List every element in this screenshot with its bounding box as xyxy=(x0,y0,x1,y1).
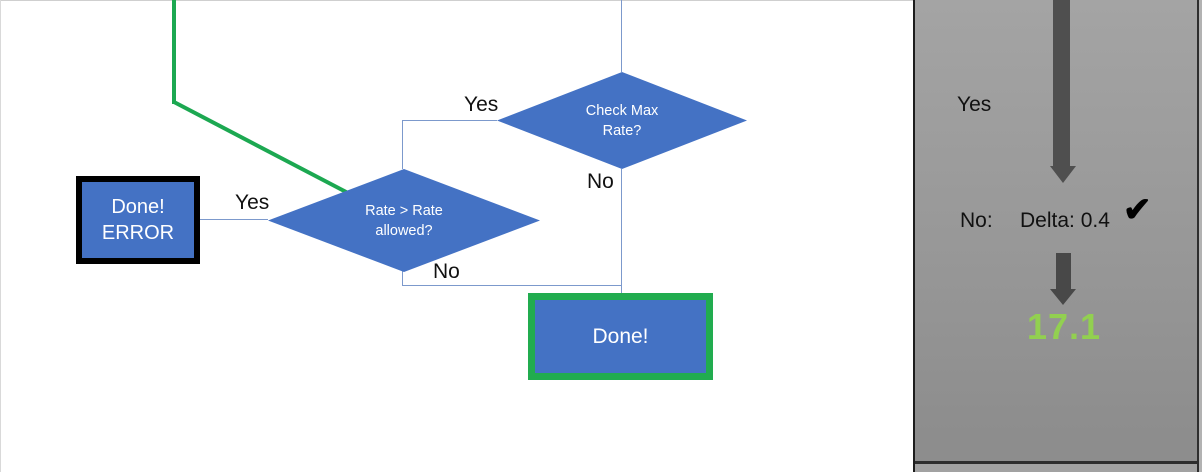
down-arrowhead-icon-2 xyxy=(1050,289,1076,305)
decision-rate-allowed-label: Rate > Rate allowed? xyxy=(365,202,443,239)
down-arrowhead-icon xyxy=(1050,166,1076,183)
branch-label-check-max-no: No xyxy=(587,170,614,193)
branch-label-check-max-yes: Yes xyxy=(464,93,499,116)
connector-rate-no-horizontal xyxy=(402,285,622,286)
panel-right-sliver xyxy=(1199,0,1202,472)
panel-bottom-sliver xyxy=(915,464,1197,472)
decision-rate-allowed[interactable]: Rate > Rate allowed? xyxy=(268,169,540,272)
connector-rate-no-vertical xyxy=(402,271,403,286)
branch-label-rate-yes: Yes xyxy=(235,191,270,214)
terminal-done-error-line2: ERROR xyxy=(101,222,175,244)
connector-rate-yes-horizontal xyxy=(200,219,268,220)
connector-check-max-no-vertical xyxy=(621,169,622,293)
panel-yes-label: Yes xyxy=(957,93,992,116)
top-edge-line xyxy=(0,0,913,1)
down-arrow-icon-2 xyxy=(1056,253,1071,289)
connector-check-max-yes-vertical xyxy=(402,120,403,169)
branch-label-rate-no: No xyxy=(433,260,460,283)
panel-bottom-border xyxy=(915,461,1197,464)
panel-right-border xyxy=(1197,0,1199,472)
connector-check-max-yes-horizontal xyxy=(402,120,497,121)
panel-no-label: No: xyxy=(960,209,993,232)
status-panel: Yes No: Delta: 0.4 ✔ 17.1 xyxy=(913,0,1202,472)
terminal-done-error[interactable]: Done! ERROR xyxy=(76,176,200,264)
connector-top-into-check-max xyxy=(621,0,622,72)
panel-delta-value: Delta: 0.4 xyxy=(1020,209,1110,232)
down-arrow-icon xyxy=(1053,0,1070,166)
result-value: 17.1 xyxy=(1026,306,1102,347)
terminal-done[interactable]: Done! xyxy=(528,293,713,380)
green-path-vertical xyxy=(172,0,176,104)
left-edge-line xyxy=(0,0,1,472)
terminal-done-label: Done! xyxy=(592,324,649,348)
decision-check-max-rate[interactable]: Check Max Rate? xyxy=(497,72,747,169)
green-path-arrow xyxy=(173,100,367,207)
checkmark-icon: ✔ xyxy=(1123,191,1152,229)
terminal-done-error-line1: Done! xyxy=(111,196,165,218)
panel-left-border xyxy=(913,0,915,472)
decision-check-max-rate-label: Check Max Rate? xyxy=(585,102,659,139)
